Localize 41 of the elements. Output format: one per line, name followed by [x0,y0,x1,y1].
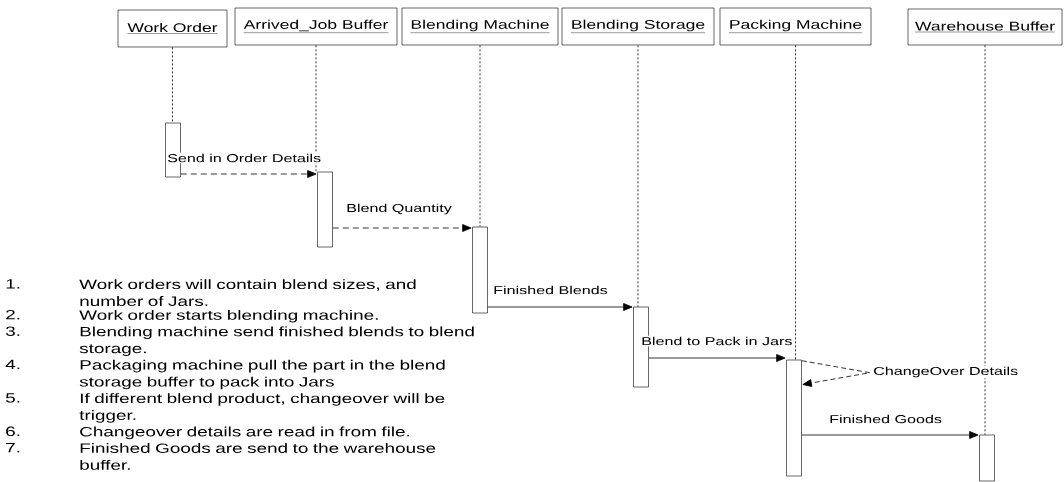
lifeline [637,44,639,308]
message-arrow [332,224,472,232]
lifeline-head-box: Packing Machine [719,7,872,46]
list-number: 4. [5,359,20,370]
lifeline-head-box: Warehouse Buffer [907,8,1063,46]
list-number: 5. [5,393,20,403]
lifeline-head-box: Blending Storage [561,7,715,46]
edge-label: Blend to Pack in Jars [640,335,794,347]
edge-label: Finished Goods [828,413,943,425]
list-number: 6. [6,426,20,437]
message-arrow [487,303,633,311]
lifeline [984,44,986,436]
self-message-arrow [801,360,871,387]
activation-bar [786,359,802,477]
activation-bar [472,226,488,314]
list-number: 7. [6,443,20,453]
lifeline [315,44,317,173]
message-arrow [648,354,786,362]
lifeline [795,44,796,361]
list-number: 1. [6,279,20,289]
edge-label: Finished Blends [492,284,609,296]
note-text: Blending machine send finished blends to blend storage. [79,326,474,356]
message-arrow [180,170,317,178]
activation-bar [979,434,995,482]
note-text: Finished Goods are send to the warehouse buffer. [80,443,436,470]
edge-label: Blend Quantity [345,202,453,216]
lifeline-head-box: Blending Machine [401,7,559,46]
message-arrow [801,431,979,439]
lifeline-head-box: Work Order [117,9,228,48]
lifeline-head-box: Arrived_Job Buffer [234,7,398,46]
list-number: 3. [5,326,20,336]
list-number: 2. [6,309,20,320]
note-text: Work orders will contain blend sizes, and number of Jars. [79,279,416,306]
edge-label: ChangeOver Details [872,365,1020,379]
note-text: If different blend product, changeover will be trigger. [79,393,445,423]
note-text: Changeover details are read in from file. [80,426,410,440]
activation-bar [317,171,333,248]
note-text: Work order starts blending machine. [79,309,378,323]
note-text: Packaging machine pull the part in the blend storage buffer to pack into Jars [79,359,445,390]
lifeline [172,46,173,124]
lifeline [479,44,481,228]
